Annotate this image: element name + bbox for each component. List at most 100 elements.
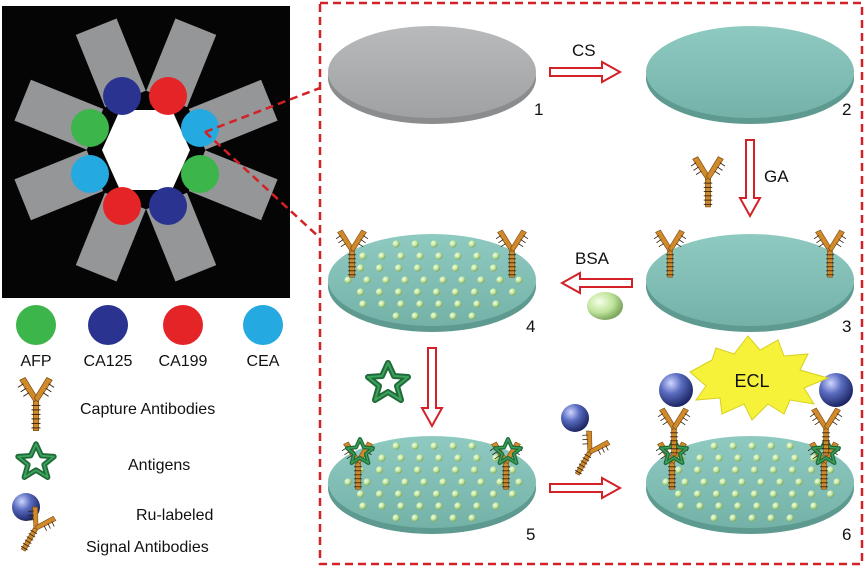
step-label-bsa: BSA — [575, 249, 610, 268]
bsa-bead — [449, 240, 457, 248]
bsa-bead — [439, 276, 447, 284]
electrode-step-1: 1 — [328, 26, 543, 124]
bsa-bead — [451, 288, 460, 296]
bsa-bead — [753, 502, 761, 510]
bsa-bead — [397, 454, 405, 462]
bsa-bead — [432, 288, 441, 296]
bsa-bead — [432, 490, 441, 498]
bsa-bead — [810, 502, 818, 510]
bsa-bead — [826, 490, 835, 498]
bsa-bead — [508, 466, 517, 474]
bsa-bead — [769, 490, 778, 498]
bsa-bead — [432, 466, 441, 474]
bsa-bead — [435, 502, 443, 510]
bsa-bead — [489, 288, 498, 296]
bsa-bead — [489, 466, 498, 474]
bsa-bead — [492, 252, 500, 260]
bsa-bead — [677, 502, 685, 510]
bsa-bead — [454, 502, 462, 510]
arrow-bsa: BSA — [561, 249, 633, 320]
electrode-step-2: 2 — [646, 26, 854, 124]
bsa-bead — [435, 454, 443, 462]
process-frame — [318, 1, 864, 566]
bsa-bead — [719, 478, 727, 486]
bsa-bead — [710, 514, 718, 522]
bsa-bead — [411, 442, 419, 450]
bsa-bead — [356, 288, 365, 296]
bsa-bead — [394, 490, 403, 498]
chip-array-panel — [2, 6, 290, 298]
bsa-bead — [712, 466, 721, 474]
bsa-bead — [786, 442, 794, 450]
bsa-bead — [454, 252, 462, 260]
antigen-add-icon — [368, 363, 408, 400]
arrow-antigen — [368, 347, 444, 429]
bsa-bead — [674, 490, 683, 498]
bsa-bead — [416, 300, 424, 308]
step-number-1: 1 — [534, 100, 543, 119]
bsa-bead — [693, 466, 702, 474]
electrode-step-3: 3 — [646, 229, 854, 336]
bsa-bead — [731, 466, 740, 474]
bsa-bead — [378, 502, 386, 510]
bsa-bead — [772, 454, 780, 462]
bsa-bead — [394, 288, 403, 296]
bsa-bead — [416, 252, 424, 260]
bsa-bead — [432, 264, 441, 272]
bsa-bead — [496, 276, 504, 284]
bsa-bead — [468, 312, 476, 320]
bsa-bead — [394, 466, 403, 474]
bsa-bead — [454, 300, 462, 308]
step-label-cs: CS — [572, 41, 596, 60]
bsa-bead — [468, 240, 476, 248]
bsa-bead — [413, 490, 422, 498]
electrode-ca125-bottom — [149, 187, 187, 225]
bsa-bead — [392, 240, 400, 248]
legend-label-ca125: CA125 — [84, 353, 133, 370]
bsa-bead — [788, 490, 797, 498]
electrode-ca199-bottom — [103, 187, 141, 225]
ga-antibody-icon — [690, 156, 726, 208]
electrode-ca199-top — [149, 77, 187, 115]
bsa-bead — [826, 466, 835, 474]
ru-sphere-left — [659, 373, 693, 407]
bsa-beads — [344, 240, 523, 320]
bsa-bead — [413, 466, 422, 474]
legend-antigens: Antigens — [128, 457, 190, 474]
bsa-bead — [413, 288, 422, 296]
bsa-bead — [411, 312, 419, 320]
electrode-step-5: 5 — [328, 436, 536, 544]
bsa-bead — [508, 490, 517, 498]
bsa-bead — [344, 478, 352, 486]
bsa-bead — [392, 312, 400, 320]
counter-electrode — [102, 110, 190, 190]
bsa-bead — [738, 478, 746, 486]
electrode-cea-left — [71, 155, 109, 193]
bsa-bead — [734, 454, 742, 462]
bsa-bead — [392, 514, 400, 522]
bsa-bead — [356, 264, 365, 272]
bsa-bead — [693, 490, 702, 498]
bsa-bead — [489, 490, 498, 498]
bsa-bead — [470, 466, 479, 474]
bsa-bead — [378, 252, 386, 260]
legend-ru-labeled: Ru-labeled — [136, 507, 213, 524]
ecl-label: ECL — [734, 371, 769, 391]
bsa-bead — [807, 490, 816, 498]
capture-antibody-icon — [17, 377, 55, 432]
bsa-bead — [731, 490, 740, 498]
step-number-3: 3 — [842, 317, 851, 336]
bsa-bead — [795, 478, 803, 486]
legend-swatch-cea — [243, 305, 283, 345]
bsa-bead — [375, 264, 384, 272]
bsa-bead — [401, 478, 409, 486]
bsa-bead — [397, 252, 405, 260]
bsa-bead — [363, 276, 371, 284]
bsa-bead — [411, 514, 419, 522]
zoom-callout — [204, 1, 864, 566]
bsa-bead — [473, 252, 481, 260]
bsa-bead — [394, 264, 403, 272]
bsa-bead — [397, 502, 405, 510]
bsa-bead — [468, 514, 476, 522]
